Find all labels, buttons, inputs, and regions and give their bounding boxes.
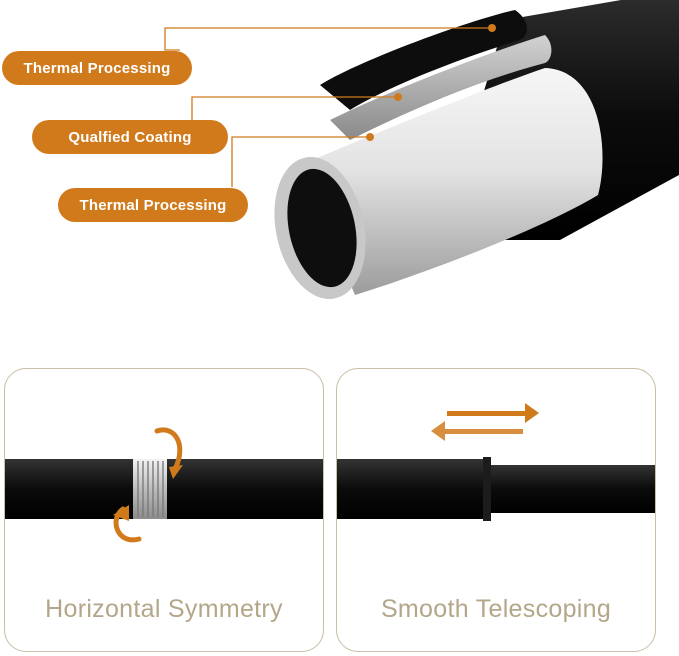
tube-opening-hole [287,168,357,288]
coating-layer [330,35,552,140]
inner-layer-label: Thermal Processing [58,188,248,222]
tube-collar [483,457,491,521]
inner-tube [487,465,655,513]
inner-tube-body [300,68,603,295]
panel-smooth-telescoping: Smooth Telescoping [336,368,656,652]
right-pipe-segment [165,459,323,519]
panel-horizontal-symmetry: Horizontal Symmetry [4,368,324,652]
telescoping-tube-illustration [337,403,655,521]
left-pipe-segment [5,459,135,519]
threaded-connector-illustration [5,427,323,543]
horizontal-symmetry-caption: Horizontal Symmetry [45,595,283,623]
smooth-telescoping-caption: Smooth Telescoping [380,595,612,623]
inner-leader [231,136,370,187]
outer-layer-flap [320,10,527,110]
outer-layer-label: Thermal Processing [2,51,192,85]
layered-tube-illustration [164,0,679,300]
coating-leader [191,96,398,120]
slide-arrows-icon [431,403,539,441]
outer-tube [337,459,491,519]
coating-label: Qualfied Coating [32,120,228,154]
outer-layer-leader [164,27,492,51]
